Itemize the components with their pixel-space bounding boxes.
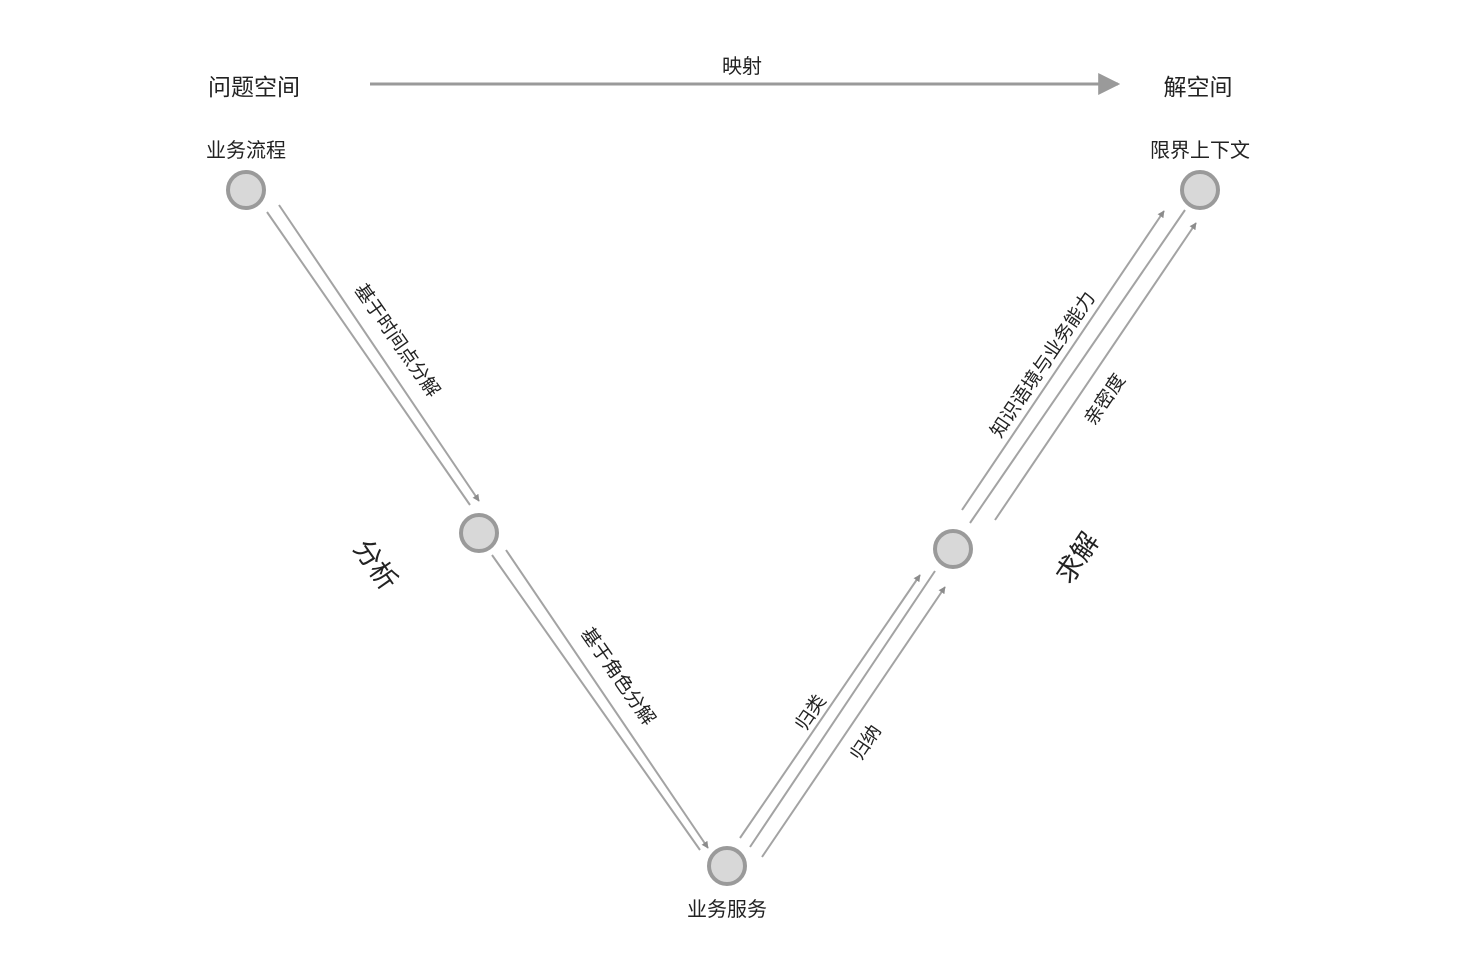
edge-service-to-mid-right-induce	[761, 586, 946, 858]
label-business-process: 业务流程	[206, 138, 286, 162]
mapping-label: 映射	[722, 54, 762, 78]
problem-space-label: 问题空间	[208, 75, 300, 101]
node-bounded-context[interactable]	[1180, 170, 1220, 210]
edge-mid-right-to-context-knowledge	[961, 210, 1165, 511]
label-induce: 归纳	[846, 721, 885, 765]
node-business-service[interactable]	[707, 846, 747, 886]
label-phase-analysis: 分析	[347, 534, 403, 596]
edge-process-to-mid-left-arrow	[278, 204, 480, 502]
edge-mid-left-to-service-plain	[491, 554, 701, 851]
label-business-service: 业务服务	[687, 897, 767, 921]
edge-mid-right-to-context-plain	[969, 209, 1186, 524]
label-affinity: 亲密度	[1080, 370, 1130, 430]
solution-space-label: 解空间	[1164, 75, 1233, 101]
node-middle-right[interactable]	[933, 529, 973, 569]
label-bounded-context: 限界上下文	[1150, 138, 1250, 162]
edge-mid-right-to-context-affinity	[994, 222, 1197, 521]
edge-mid-left-to-service-arrow	[505, 549, 709, 849]
label-phase-solve: 求解	[1050, 527, 1106, 589]
label-time-decomposition: 基于时间点分解	[350, 280, 444, 402]
node-middle-left[interactable]	[459, 513, 499, 553]
edge-service-to-mid-right-classify	[739, 574, 921, 839]
edge-process-to-mid-left-plain	[266, 211, 471, 506]
node-business-process[interactable]	[226, 170, 266, 210]
edge-service-to-mid-right-plain	[749, 570, 936, 848]
